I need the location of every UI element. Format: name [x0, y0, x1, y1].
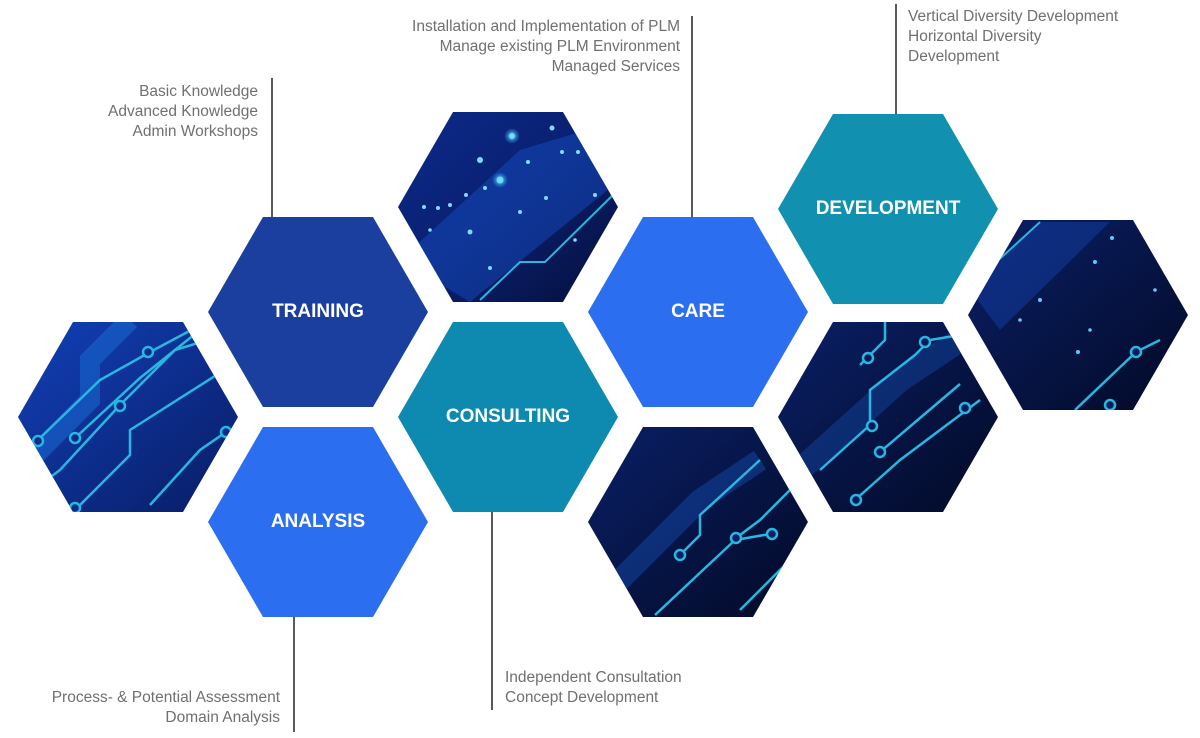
analysis-label: ANALYSIS	[271, 511, 365, 532]
development-hexagon[interactable]: DEVELOPMENT	[778, 114, 998, 304]
development-label: DEVELOPMENT	[816, 198, 961, 219]
analysis-hexagon[interactable]: ANALYSIS	[208, 427, 428, 617]
consulting-hexagon[interactable]: CONSULTING	[398, 322, 618, 512]
training-note-item: Advanced Knowledge	[108, 103, 258, 120]
care-note-item: Manage existing PLM Environment	[439, 38, 680, 55]
development-note-item: Vertical Diversity Development	[908, 8, 1119, 25]
development-note-item: Horizontal Diversity	[908, 28, 1042, 45]
consulting-note-item: Concept Development	[505, 689, 659, 706]
circuit-image-hexagon-far-right	[968, 220, 1188, 410]
care-notes: Installation and Implementation of PLM M…	[412, 17, 680, 77]
consulting-note-item: Independent Consultation	[505, 669, 682, 686]
care-note-item: Installation and Implementation of PLM	[412, 18, 680, 35]
analysis-note-item: Domain Analysis	[165, 709, 280, 726]
consulting-label: CONSULTING	[446, 406, 570, 427]
circuit-image-hexagon-top	[398, 112, 618, 302]
circuit-image-hexagon-bottom	[588, 427, 808, 617]
analysis-notes: Process- & Potential Assessment Domain A…	[52, 688, 280, 728]
training-hexagon[interactable]: TRAINING	[208, 217, 428, 407]
care-label: CARE	[671, 301, 725, 322]
analysis-note-item: Process- & Potential Assessment	[51, 689, 280, 706]
care-hexagon[interactable]: CARE	[588, 217, 808, 407]
training-note-item: Basic Knowledge	[139, 83, 258, 100]
care-note-item: Managed Services	[551, 58, 680, 75]
circuit-image-hexagon-left	[18, 322, 238, 512]
circuit-image-hexagon-right-lower	[778, 322, 998, 512]
development-notes: Vertical Diversity Development Horizonta…	[908, 7, 1118, 67]
training-label: TRAINING	[272, 301, 364, 322]
development-note-item: Development	[908, 48, 1000, 65]
training-notes: Basic Knowledge Advanced Knowledge Admin…	[108, 82, 258, 142]
leader-lines	[271, 4, 897, 732]
training-note-item: Admin Workshops	[132, 123, 258, 140]
consulting-notes: Independent Consultation Concept Develop…	[505, 668, 682, 708]
